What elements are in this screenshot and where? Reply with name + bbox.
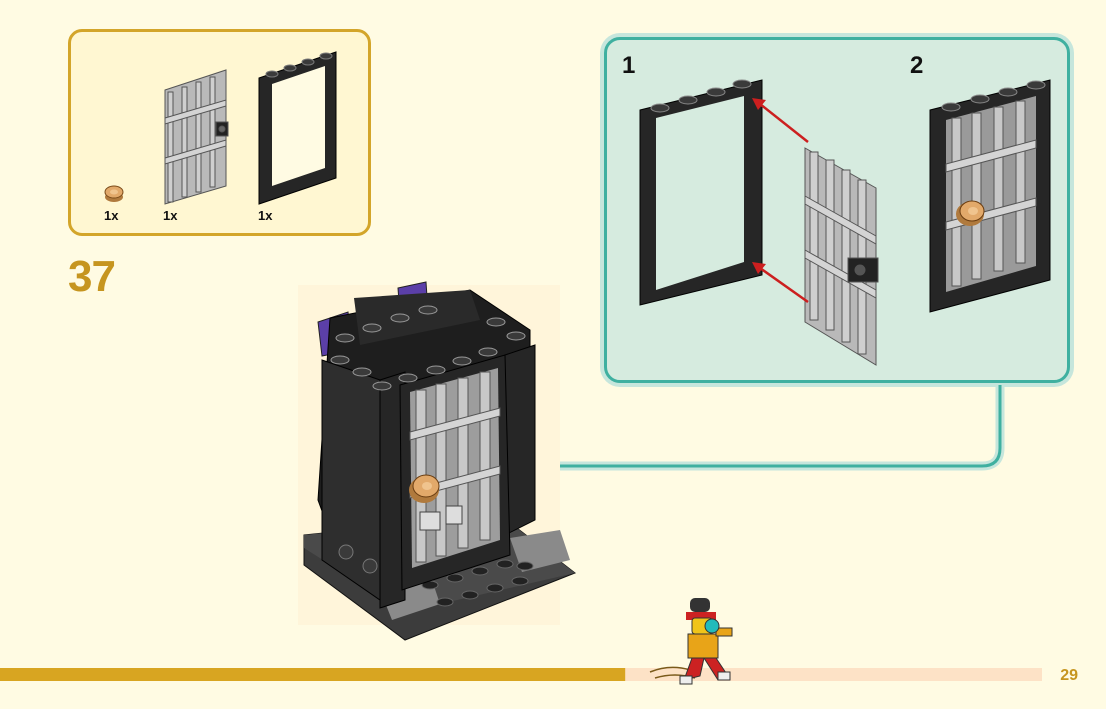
assembly-arrows [752, 98, 809, 304]
running-minifigure-icon [649, 598, 733, 685]
door-frame-icon [639, 79, 763, 306]
step-number: 37 [68, 252, 116, 301]
callout-connector [512, 385, 1005, 476]
part-quantity: 1x [258, 208, 273, 223]
part-quantity: 1x [163, 208, 178, 223]
assembled-door-icon [929, 79, 1051, 313]
main-model-icon [298, 281, 577, 641]
gate-bars-icon [164, 69, 229, 205]
arrow-head-icon [752, 262, 766, 274]
round-tile-tan-icon [956, 200, 985, 226]
round-tile-tan-icon [104, 185, 124, 202]
arrow-head-icon [752, 98, 766, 110]
page-progress-bar [0, 668, 1042, 681]
substep-label: 1 [622, 52, 636, 79]
gate-bars-icon [804, 147, 879, 366]
progress-fill [0, 668, 626, 681]
part-quantity: 1x [104, 208, 119, 223]
round-tile-tan-icon [409, 474, 440, 503]
substep-label: 2 [910, 52, 924, 79]
door-frame-icon [258, 51, 337, 205]
page-number: 29 [1060, 667, 1078, 684]
